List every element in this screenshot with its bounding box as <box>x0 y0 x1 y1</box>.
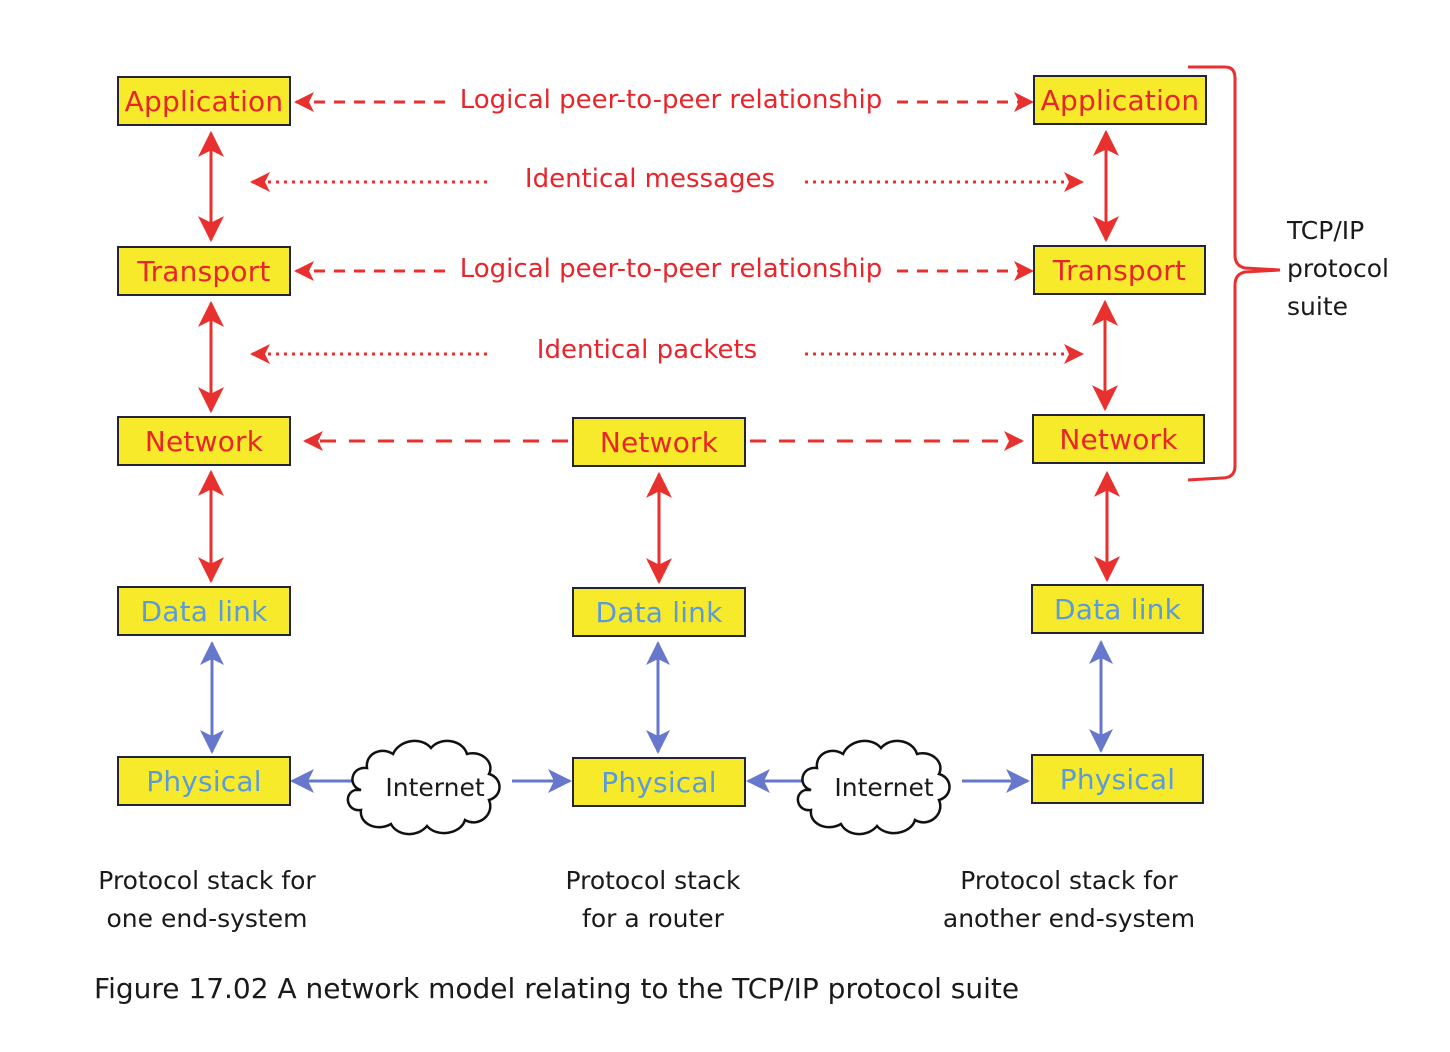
figure-caption: Figure 17.02 A network model relating to… <box>94 972 1020 1005</box>
layer-label: Physical <box>601 765 717 799</box>
layer-box-network-router: Network <box>572 417 746 467</box>
application-peer-label: Logical peer-to-peer relationship <box>453 85 889 115</box>
caption-line: for a router <box>582 904 724 933</box>
layer-box-datalink-left: Data link <box>117 586 291 636</box>
layer-label: Physical <box>146 764 262 798</box>
layer-box-physical-left: Physical <box>117 756 291 806</box>
caption-line: one end-system <box>106 904 308 933</box>
layer-box-physical-right: Physical <box>1031 754 1204 804</box>
caption-end-system-2: Protocol stack for another end-system <box>943 862 1195 938</box>
caption-line: Protocol stack <box>565 866 741 895</box>
layer-box-application-right: Application <box>1033 75 1207 125</box>
layer-box-physical-router: Physical <box>572 757 746 807</box>
suite-label-line: suite <box>1287 292 1348 321</box>
caption-line: Protocol stack for <box>98 866 316 895</box>
layer-box-transport-left: Transport <box>117 246 291 296</box>
layer-box-datalink-router: Data link <box>572 587 746 637</box>
caption-line: Protocol stack for <box>960 866 1178 895</box>
layer-box-transport-right: Transport <box>1033 245 1206 295</box>
transport-peer-label: Logical peer-to-peer relationship <box>453 254 889 284</box>
caption-line: another end-system <box>942 904 1196 933</box>
internet-label-1: Internet <box>385 773 485 802</box>
suite-label-line: TCP/IP <box>1287 216 1365 245</box>
layer-box-application-left: Application <box>117 76 291 126</box>
layer-label: Network <box>599 425 719 459</box>
layer-label: Network <box>144 424 264 458</box>
caption-router: Protocol stack for a router <box>565 862 740 938</box>
layer-box-network-left: Network <box>117 416 291 466</box>
layer-label: Data link <box>1053 592 1182 626</box>
suite-bracket <box>1187 65 1281 482</box>
identical-messages-label: Identical messages <box>518 164 782 194</box>
layer-label: Transport <box>1052 253 1187 287</box>
layer-label: Data link <box>595 595 723 629</box>
caption-end-system-1: Protocol stack for one end-system <box>98 862 315 938</box>
layer-label: Application <box>1040 83 1200 117</box>
suite-label-line: protocol <box>1287 254 1389 283</box>
layer-label: Application <box>124 84 284 118</box>
suite-label: TCP/IP protocol suite <box>1287 212 1389 326</box>
layer-label: Physical <box>1059 762 1176 796</box>
layer-label: Data link <box>140 594 268 628</box>
layer-box-datalink-right: Data link <box>1031 584 1204 634</box>
identical-packets-label: Identical packets <box>530 335 764 365</box>
layer-label: Transport <box>137 254 271 288</box>
layer-box-network-right: Network <box>1032 414 1205 464</box>
internet-cloud-icon <box>796 739 951 836</box>
internet-cloud-icon <box>346 739 501 836</box>
layer-label: Network <box>1059 422 1178 456</box>
internet-label-2: Internet <box>834 773 934 802</box>
